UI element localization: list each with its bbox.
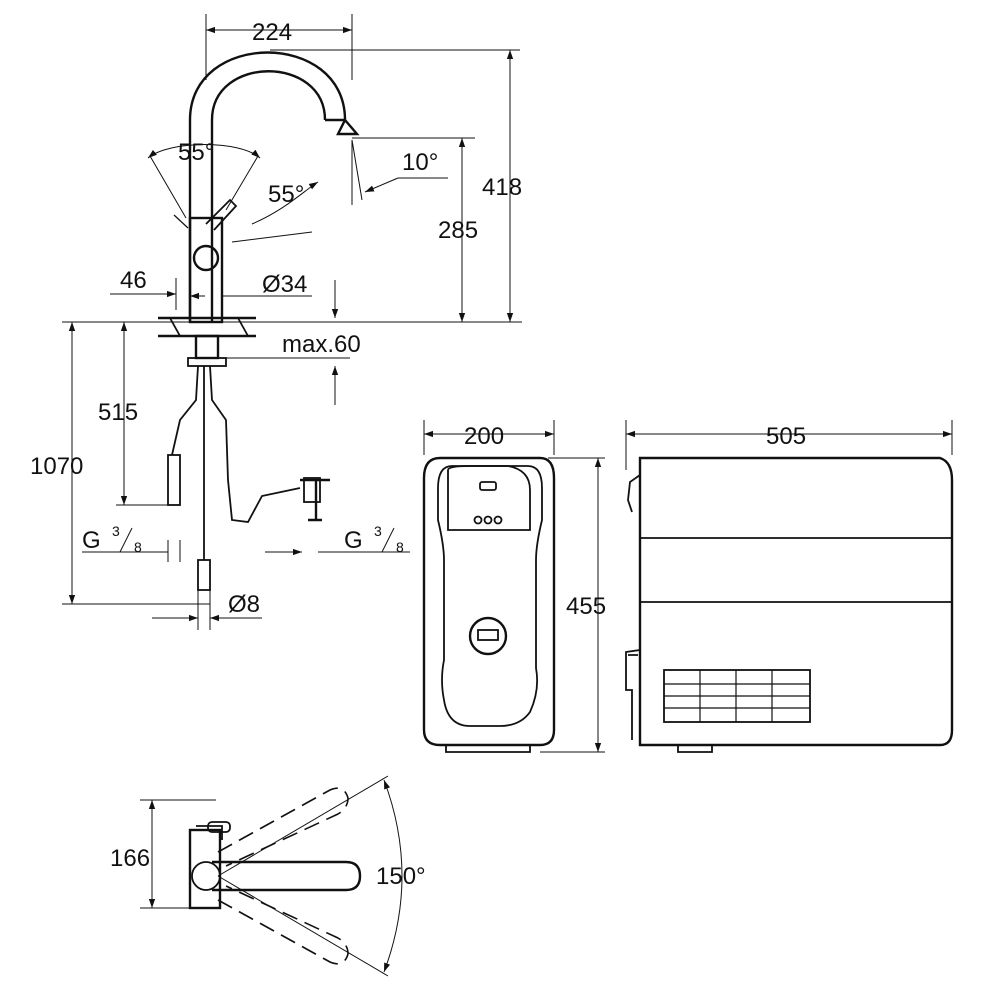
dim-spout-reach: 224 — [252, 19, 292, 46]
dim-thread-left-num: 3 — [112, 523, 120, 539]
dim-plan-depth: 166 — [110, 845, 150, 872]
dim-lever-angle-left: 55° — [178, 139, 214, 166]
unit-side-view — [625, 456, 954, 753]
dim-thread-right: G — [344, 527, 363, 554]
dim-max-deck: max.60 — [282, 331, 361, 358]
unit-front-dimensions: 200 455 — [423, 420, 606, 753]
dim-pipe-diameter: Ø8 — [228, 591, 260, 618]
unit-front-view — [422, 456, 556, 753]
plan-dimensions: 166 150° — [110, 775, 426, 977]
dim-hose-length: 515 — [98, 399, 138, 426]
faucet-plan-view — [188, 787, 362, 965]
dim-body-offset: 46 — [120, 267, 147, 294]
dim-thread-left: G — [82, 527, 101, 554]
dim-lever-angle-right: 55° — [268, 181, 304, 208]
dim-swivel-angle: 150° — [376, 863, 426, 890]
dim-total-length: 1070 — [30, 453, 83, 480]
dim-unit-height: 455 — [566, 593, 606, 620]
dim-thread-right-num: 3 — [374, 523, 382, 539]
dim-spout-angle: 10° — [402, 149, 438, 176]
dim-outlet-height: 285 — [438, 217, 478, 244]
dim-total-height: 418 — [482, 174, 522, 201]
dim-unit-width: 200 — [464, 423, 504, 450]
unit-side-dimensions: 505 — [625, 420, 953, 470]
dim-thread-left-den: 8 — [134, 539, 142, 555]
dim-unit-depth: 505 — [766, 423, 806, 450]
dim-body-diameter: Ø34 — [262, 271, 307, 298]
faucet-side-view — [158, 51, 360, 591]
dim-thread-right-den: 8 — [396, 539, 404, 555]
faucet-dimensions: 224 418 285 10° 55° 55° 46 Ø34 max.60 — [30, 14, 522, 630]
